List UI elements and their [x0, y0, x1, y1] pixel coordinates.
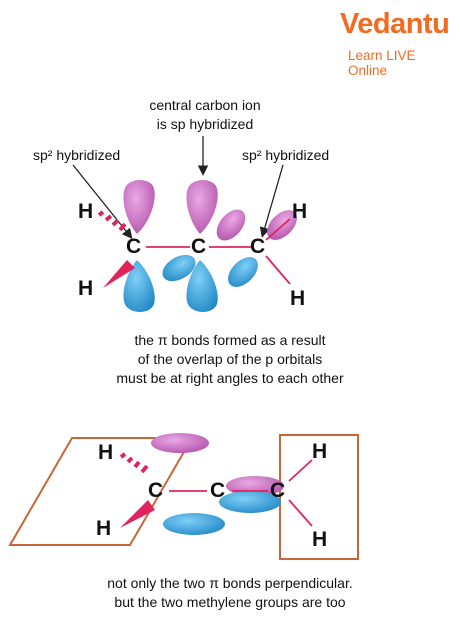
c3-h-lower-bond — [265, 255, 291, 285]
bottom-carbon-1: C — [148, 479, 164, 502]
bottom-carbon-3: C — [270, 479, 286, 502]
right-sp2-label: sp² hybridized — [242, 147, 330, 163]
center-p-orbital-left — [162, 254, 196, 282]
bottom-hydrogen-4: H — [312, 528, 328, 551]
bottom-caption: not only the two π bonds perpendicular. … — [20, 574, 440, 612]
bottom-c3-h-lower-bond — [288, 499, 313, 527]
left-methylene-plane — [8, 437, 194, 546]
left-sp2-label: sp² hybridized — [33, 147, 121, 163]
top-caption-line3: must be at right angles to each other — [116, 370, 344, 386]
top-hydrogen-4: H — [290, 287, 306, 310]
top-carbon-3: C — [250, 235, 266, 258]
central-label-line2: is sp hybridized — [156, 116, 254, 132]
bottom-orbital-lower-blue — [163, 513, 225, 535]
center-p-orbital-lower — [186, 260, 218, 312]
central-carbon-label: central carbon ion is sp hybridized — [100, 96, 310, 134]
top-caption-line1: the π bonds formed as a result — [134, 332, 326, 348]
left-p-orbital-lower — [123, 260, 155, 312]
bottom-hydrogen-3: H — [312, 440, 328, 463]
solid-wedge-bond — [103, 260, 135, 288]
bottom-hashed-wedge — [119, 452, 149, 474]
bottom-solid-wedge — [120, 500, 155, 528]
right-arrow — [259, 164, 284, 238]
center-p-orbital-right — [216, 209, 246, 241]
bottom-orbital-right-blue — [219, 491, 281, 513]
top-carbon-1: C — [126, 235, 142, 258]
top-caption: the π bonds formed as a result of the ov… — [30, 331, 430, 388]
top-hydrogen-3: H — [292, 200, 308, 223]
hashed-wedge-bond — [97, 210, 127, 232]
left-p-orbital-upper — [123, 180, 155, 234]
center-p-orbital-upper — [186, 180, 218, 234]
c3-h-upper-bond — [265, 218, 291, 241]
top-caption-line2: of the overlap of the p orbitals — [137, 351, 323, 367]
bottom-caption-line2: but the two methylene groups are too — [114, 594, 346, 610]
bottom-c3-h-upper-bond — [288, 459, 313, 482]
top-hydrogen-1: H — [78, 200, 94, 223]
bottom-orbital-upper-pink — [151, 433, 209, 453]
top-carbon-2: C — [191, 235, 207, 258]
vedantu-logo: Vedantu Learn LIVE Online — [340, 8, 452, 78]
bottom-caption-line1: not only the two π bonds perpendicular. — [107, 575, 353, 591]
bottom-hydrogen-2: H — [96, 517, 112, 540]
top-hydrogen-2: H — [78, 277, 94, 300]
right-p-orbital-lower — [228, 257, 258, 287]
central-label-line1: central carbon ion — [149, 97, 261, 113]
bottom-hydrogen-1: H — [98, 441, 114, 464]
right-methylene-plane — [279, 434, 359, 560]
logo-brand: Vedantu — [340, 8, 450, 40]
left-arrow — [72, 164, 133, 240]
logo-tagline: Learn LIVE Online — [348, 48, 416, 78]
bottom-carbon-2: C — [210, 479, 226, 502]
